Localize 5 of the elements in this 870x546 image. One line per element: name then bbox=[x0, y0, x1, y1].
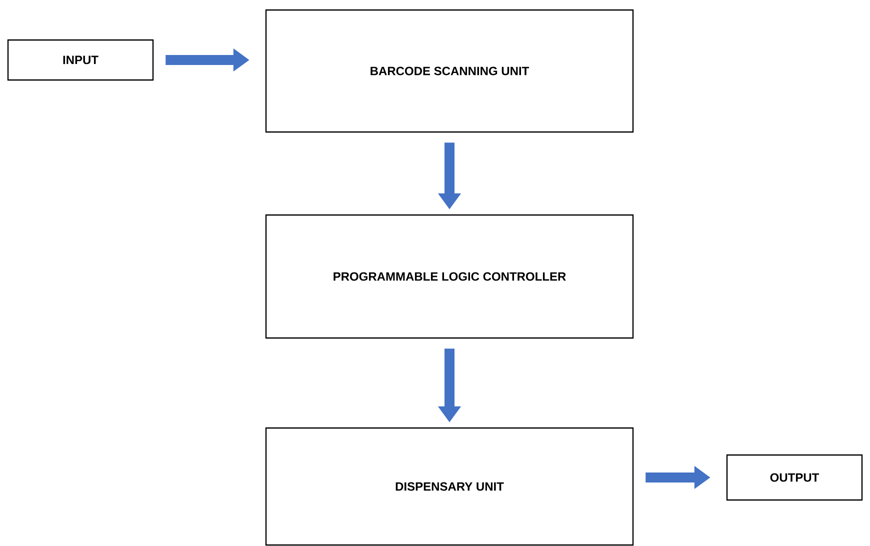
process-box: OUTPUT bbox=[726, 454, 863, 501]
process-box: PROGRAMMABLE LOGIC CONTROLLER bbox=[265, 214, 634, 339]
process-box: BARCODE SCANNING UNIT bbox=[265, 9, 634, 133]
process-box: DISPENSARY UNIT bbox=[265, 427, 634, 546]
process-box: INPUT bbox=[7, 39, 154, 81]
